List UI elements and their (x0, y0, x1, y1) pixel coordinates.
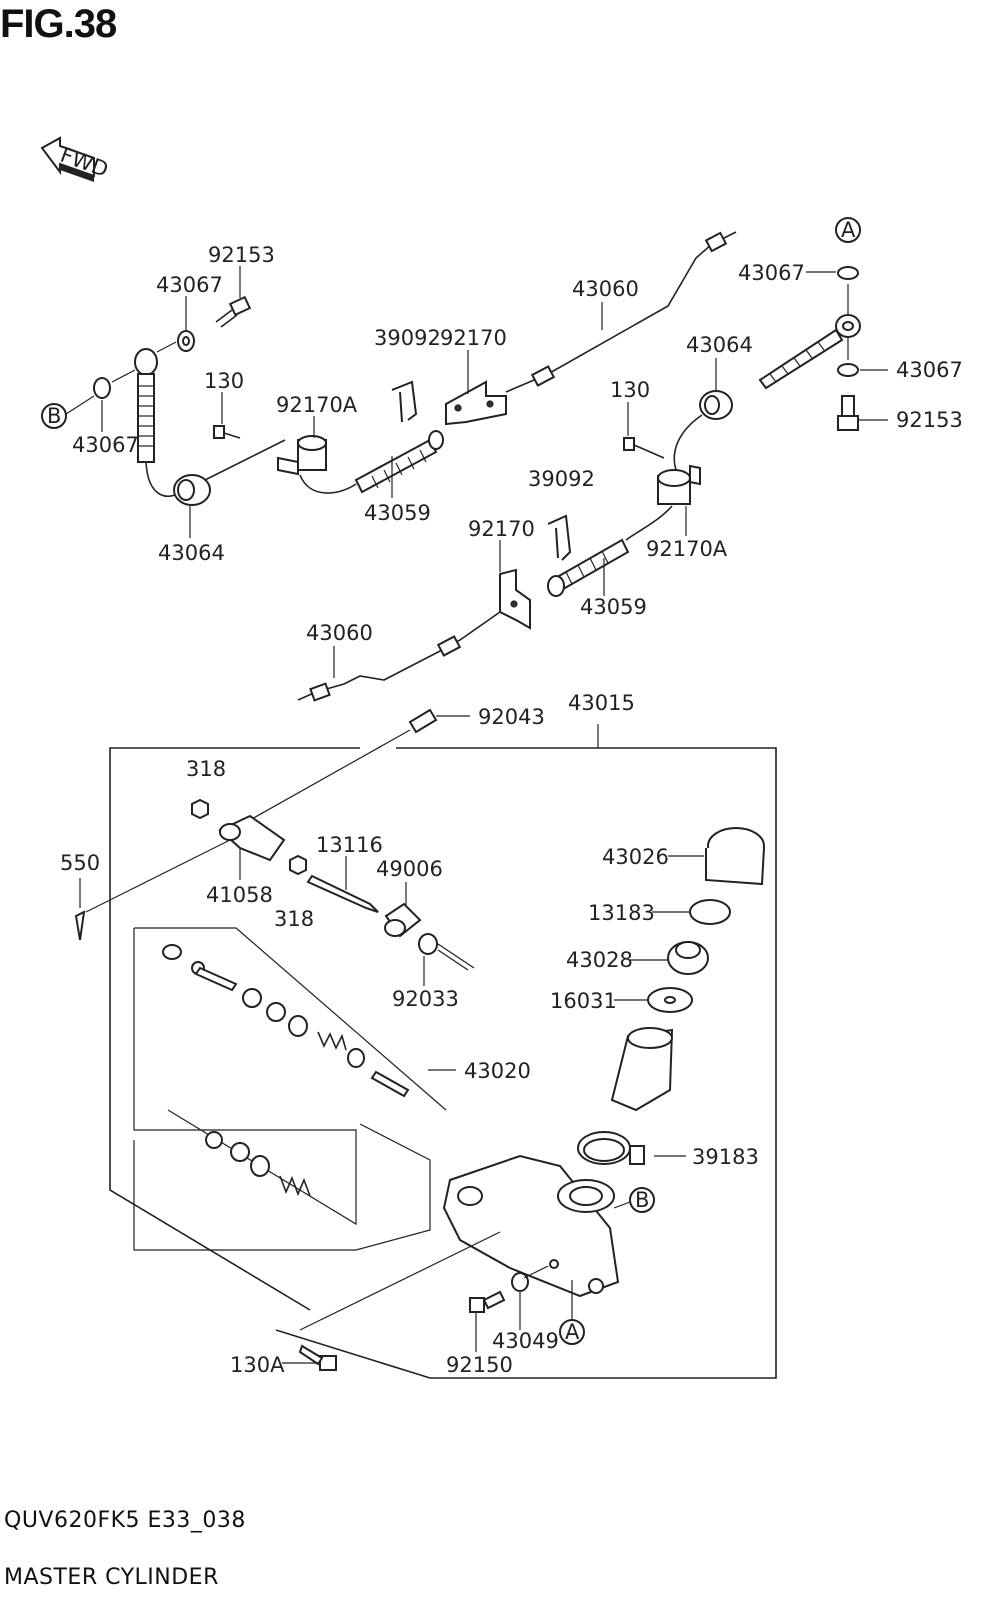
bolt-92150 (469, 1290, 506, 1352)
label-43067-right-bottom: 43067 (896, 358, 963, 382)
bracket-92170-upper (445, 380, 507, 426)
bolt-92153-left (215, 295, 252, 328)
figure-title: FIG.38 (0, 2, 117, 46)
label-92153-left: 92153 (208, 243, 275, 267)
label-43060-upper: 43060 (572, 277, 639, 301)
label-550: 550 (60, 851, 100, 875)
ref-marker-A-top: A (835, 217, 861, 243)
hose-boot-left (137, 373, 155, 463)
label-39092-upper: 39092 (374, 326, 441, 350)
label-43028: 43028 (566, 948, 633, 972)
spring-lower (279, 1175, 311, 1197)
diagram-code: QUV620FK5 E33_038 (4, 1508, 246, 1533)
label-43020: 43020 (464, 1059, 531, 1083)
cotter-pin-550 (74, 839, 231, 941)
label-43059-upper: 43059 (364, 501, 431, 525)
grommet-43064-right (699, 390, 733, 420)
nut-318-lower (289, 854, 307, 876)
grommet-43064-left (173, 474, 211, 506)
reservoir-cap-43026 (668, 827, 765, 886)
ref-marker-B-body: B (629, 1187, 655, 1213)
clamp-92170A-right (657, 464, 701, 505)
label-39092-lower: 39092 (528, 467, 595, 491)
svg-text:A: A (841, 218, 856, 242)
ref-marker-B-left: B (41, 395, 95, 429)
retainer-clip-39092-upper (391, 380, 418, 423)
hose-clamp-39183 (577, 1131, 686, 1165)
banjo-eye-left (134, 348, 158, 376)
label-92170A-right: 92170A (646, 537, 728, 561)
washer-16031 (614, 987, 693, 1013)
clamp-92170A-left (277, 435, 327, 476)
label-43059-lower: 43059 (580, 595, 647, 619)
label-43064-left: 43064 (158, 541, 225, 565)
label-130A: 130A (230, 1353, 285, 1377)
bolt-92153-right (837, 395, 859, 431)
diaphragm-43028 (630, 941, 709, 975)
cable-rod-43060-lower (297, 611, 501, 702)
retainer-clip-39092-lower (547, 514, 572, 561)
piston-kit-43020-group (133, 927, 456, 1251)
master-cylinder-assembly-frame (109, 724, 777, 1379)
cable-end-43059-upper (354, 430, 444, 494)
label-43015: 43015 (568, 691, 635, 715)
fwd-arrow-icon: FWD (40, 136, 111, 182)
bracket-92170-lower (499, 568, 531, 630)
label-41058: 41058 (206, 883, 273, 907)
label-43049: 43049 (492, 1329, 559, 1353)
label-130-left: 130 (204, 369, 244, 393)
ref-marker-A-body: A (559, 1319, 585, 1345)
svg-text:B: B (47, 404, 61, 428)
label-43026: 43026 (602, 845, 669, 869)
label-16031: 16031 (550, 989, 617, 1013)
svg-text:A: A (565, 1320, 580, 1344)
reservoir-body (610, 1027, 674, 1112)
spring-upper (317, 1031, 347, 1051)
diagram-name: MASTER CYLINDER (4, 1565, 219, 1590)
label-39183: 39183 (692, 1145, 759, 1169)
label-43067-lower: 43067 (72, 433, 139, 457)
pin-92043 (249, 708, 470, 821)
push-rod-13116 (306, 856, 379, 913)
label-130-right: 130 (610, 378, 650, 402)
label-49006: 49006 (376, 857, 443, 881)
master-cylinder-body (442, 1154, 631, 1322)
washer-43049 (511, 1272, 529, 1292)
bolt-130A (282, 1231, 501, 1371)
upper-left-cable-assembly (93, 231, 737, 506)
label-318-upper: 318 (186, 757, 226, 781)
diaphragm-plate-13183 (652, 899, 731, 925)
label-92170-lower: 92170 (468, 517, 535, 541)
label-43067-upper: 43067 (156, 273, 223, 297)
label-13116: 13116 (316, 833, 383, 857)
label-43067-right-top: 43067 (738, 261, 805, 285)
cable-rod-43060-upper (505, 231, 737, 393)
washer-43067-lower (93, 377, 111, 399)
nut-318-upper (191, 798, 209, 820)
label-13183: 13183 (588, 901, 655, 925)
label-92043: 92043 (478, 705, 545, 729)
leader-lines (101, 266, 888, 678)
label-43064-right: 43064 (686, 333, 753, 357)
circlip-92033 (418, 933, 475, 986)
bolt-130-left (213, 425, 241, 439)
label-92170-upper: 92170 (440, 326, 507, 350)
svg-text:B: B (635, 1188, 649, 1212)
part-labels: 92153 43067 43067 43064 130 92170A 39092… (60, 243, 963, 1377)
label-92170A-left: 92170A (276, 393, 358, 417)
upper-right-cable-assembly (297, 266, 861, 702)
label-92033: 92033 (392, 987, 459, 1011)
cable-end-43059-lower (547, 538, 630, 597)
label-318-lower: 318 (274, 907, 314, 931)
bolt-130-right (623, 437, 665, 459)
washer-43067-right-top (837, 266, 859, 280)
boot-49006 (384, 882, 422, 938)
label-92150: 92150 (446, 1353, 513, 1377)
label-43060-lower: 43060 (306, 621, 373, 645)
washer-43067-right-bottom (837, 363, 859, 377)
clevis-41058 (218, 814, 286, 880)
label-92153-right: 92153 (896, 408, 963, 432)
